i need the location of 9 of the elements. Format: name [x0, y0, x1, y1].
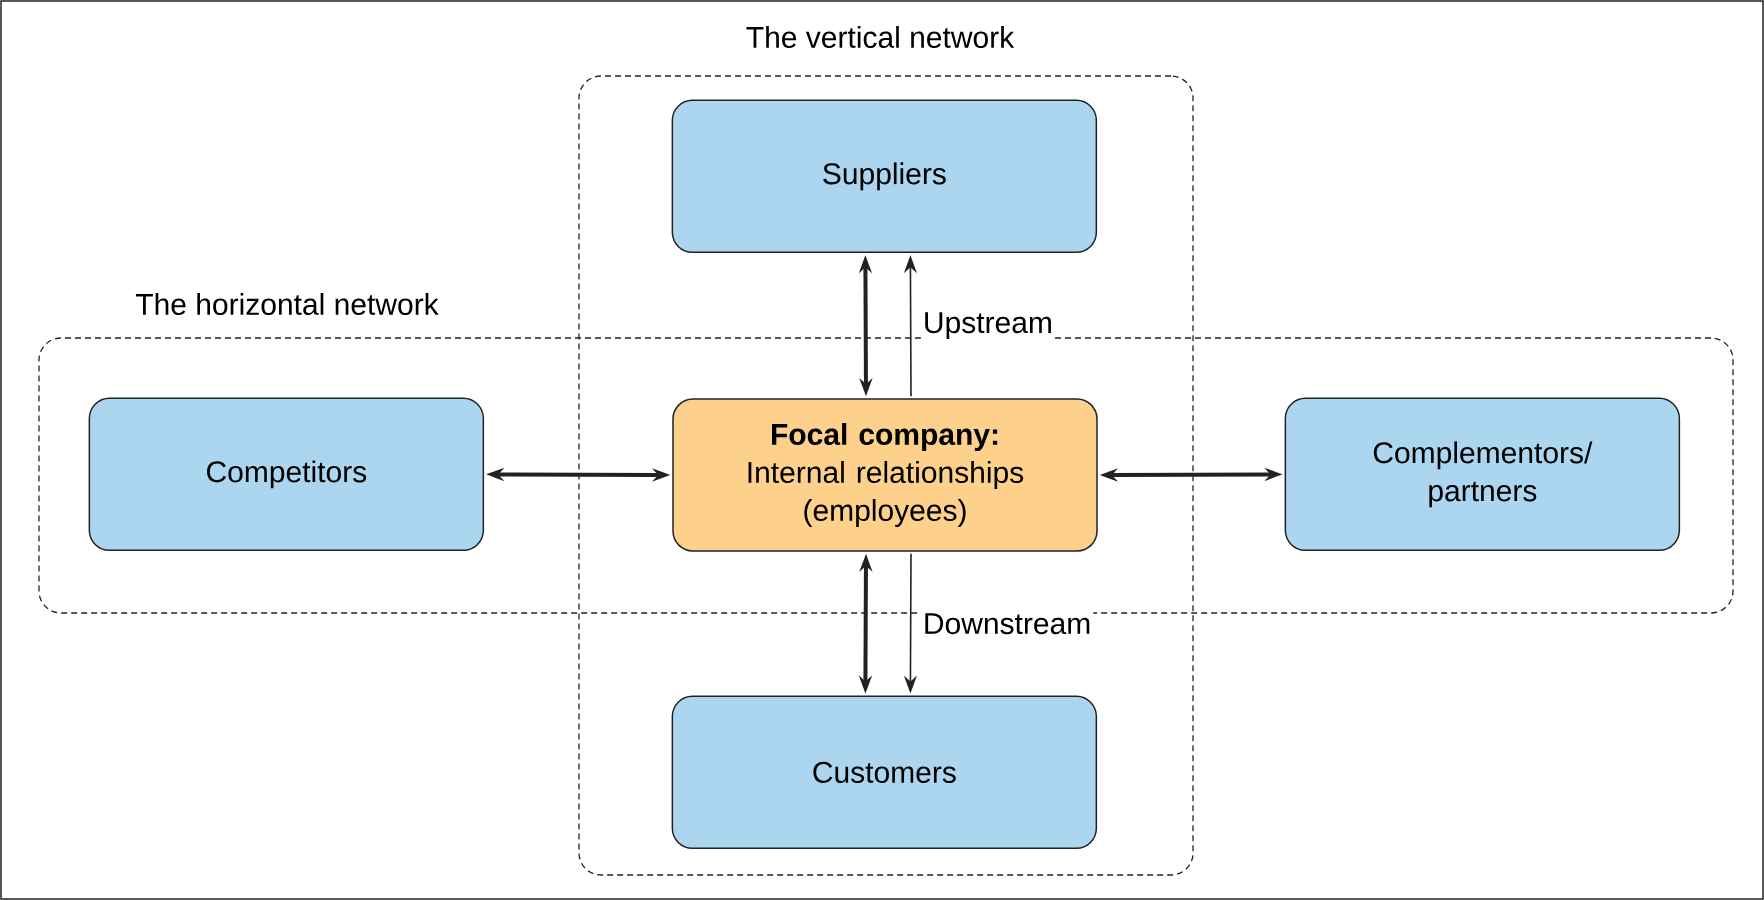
rounded-box: Competitors — [88, 397, 485, 552]
edge-label: Upstream — [920, 310, 1055, 342]
rounded-box: Complementors/ partners — [1284, 397, 1681, 552]
network-heading: The vertical network — [746, 26, 1015, 48]
network-heading: The horizontal network — [135, 293, 439, 316]
rounded-box: Focal company: Internal relationships (employees) — [672, 398, 1098, 552]
rounded-box: Customers — [671, 695, 1098, 850]
edge-label: Downstream — [920, 611, 1094, 637]
rounded-box: Suppliers — [671, 99, 1098, 254]
